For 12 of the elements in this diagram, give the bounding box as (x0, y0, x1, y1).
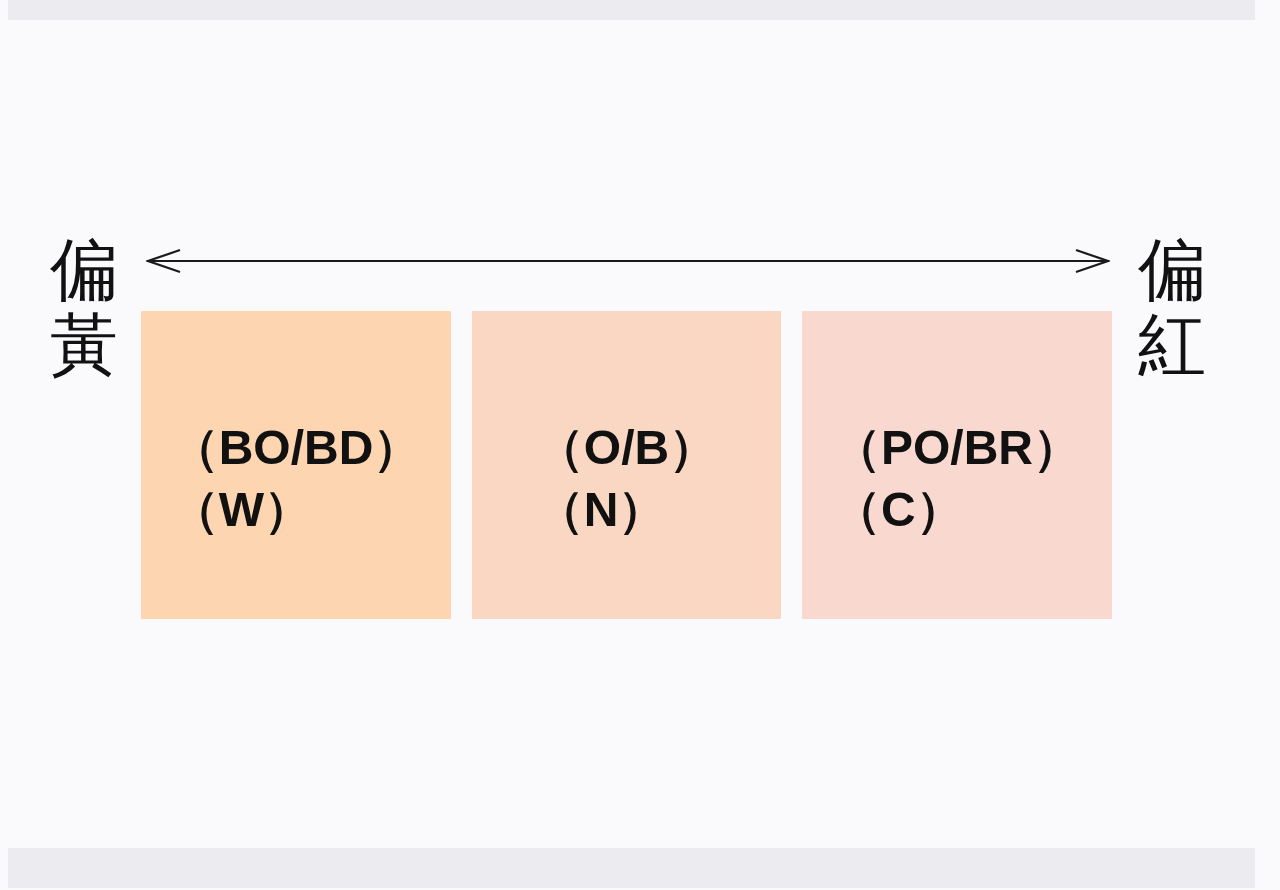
color-sample-box (802, 311, 1112, 619)
axis-end-label: 偏紅 (1138, 233, 1206, 383)
category-code: （O/B） (535, 420, 718, 476)
axis-end-label: 偏黃 (50, 233, 118, 383)
color-sample-box (472, 311, 781, 619)
category-code: （C） (833, 482, 965, 538)
category-code: （W） (170, 482, 313, 538)
color-sample-box (141, 311, 451, 619)
category-code: （BO/BD） (170, 420, 422, 476)
category-code: （N） (535, 482, 668, 538)
category-code: （PO/BR） (833, 420, 1081, 476)
double-headed-arrow (146, 248, 1110, 274)
